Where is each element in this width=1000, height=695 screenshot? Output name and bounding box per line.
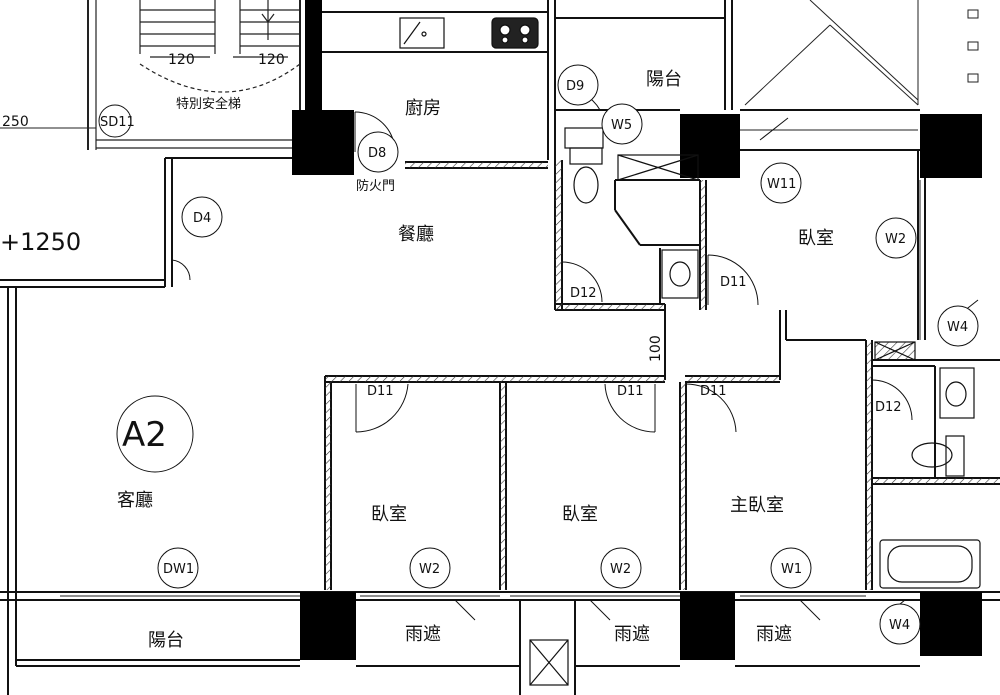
room-bedroom-2: 臥室 xyxy=(562,504,598,525)
unit-id: A2 xyxy=(122,415,167,455)
tag-dw1: DW1 xyxy=(163,562,194,577)
stair-dim-left: 120 xyxy=(168,52,195,68)
tag-w5: W5 xyxy=(611,118,632,133)
tag-circle-w1 xyxy=(770,547,812,589)
tag-circle-w2-ne xyxy=(875,217,917,259)
kitchen-fixtures xyxy=(399,17,539,49)
room-balcony-bottom: 陽台 xyxy=(148,630,184,651)
tag-w11: W11 xyxy=(767,177,796,192)
stair-dim-right: 120 xyxy=(258,52,285,68)
room-master-bedroom: 主臥室 xyxy=(730,495,784,516)
stair-label: 特別安全梯 xyxy=(176,96,241,112)
tag-circle-w11 xyxy=(760,162,802,204)
structural-columns xyxy=(292,0,982,660)
tag-d11-d: D11 xyxy=(700,384,727,399)
stove-icon xyxy=(491,17,539,49)
tag-circle-d8 xyxy=(357,131,399,173)
room-dining: 餐廳 xyxy=(398,224,434,245)
dim-offset-top: 250 xyxy=(2,114,29,130)
tag-d12-a: D12 xyxy=(570,286,597,301)
tag-circles xyxy=(98,64,979,645)
tag-circle-d9 xyxy=(557,64,599,106)
tag-circle-unit xyxy=(116,395,194,473)
toilet-2-icon xyxy=(911,442,953,468)
hatched-walls xyxy=(325,160,1000,590)
tag-circle-w4-b xyxy=(879,603,921,645)
tag-w2-ne: W2 xyxy=(885,232,906,247)
bath-fixtures xyxy=(529,127,981,686)
window-strips xyxy=(60,129,921,597)
room-awning-2: 雨遮 xyxy=(614,624,650,645)
tag-d11-c: D11 xyxy=(617,384,644,399)
tag-d11-a: D11 xyxy=(720,275,747,290)
room-balcony-top: 陽台 xyxy=(646,69,682,90)
tag-circle-w5 xyxy=(601,103,643,145)
fire-door-label: 防火門 xyxy=(356,178,395,194)
stair-core xyxy=(87,0,301,150)
toilet-tank-icon xyxy=(569,147,603,165)
tag-d12-b: D12 xyxy=(875,400,902,415)
tag-w4-a: W4 xyxy=(947,320,968,335)
room-living: 客廳 xyxy=(117,490,153,511)
basin-2-icon xyxy=(939,367,975,419)
tag-w4-b: W4 xyxy=(889,618,910,633)
room-awning-1: 雨遮 xyxy=(405,624,441,645)
tag-w2-a: W2 xyxy=(419,562,440,577)
tag-circle-w2-a xyxy=(409,547,451,589)
room-bedroom-ne: 臥室 xyxy=(798,228,834,249)
room-kitchen: 廚房 xyxy=(405,97,441,119)
tag-d9: D9 xyxy=(566,79,584,94)
tag-circle-d4 xyxy=(181,196,223,238)
tag-sd11: SD11 xyxy=(100,115,135,130)
tag-d8: D8 xyxy=(368,146,386,161)
dim-offset-left: +1250 xyxy=(0,228,81,256)
sink-icon xyxy=(399,17,445,49)
tag-w1: W1 xyxy=(781,562,802,577)
tag-d11-b: D11 xyxy=(367,384,394,399)
tag-circle-w4-a xyxy=(937,305,979,347)
room-awning-3: 雨遮 xyxy=(756,624,792,645)
toilet-tank-2-icon xyxy=(945,435,965,477)
tag-circle-sd11 xyxy=(98,104,132,138)
dim-corridor: 100 xyxy=(648,335,664,362)
tag-circle-w2-b xyxy=(600,547,642,589)
bathtub-icon xyxy=(879,539,981,589)
tag-circle-dw1 xyxy=(157,547,199,589)
void-top-right xyxy=(744,0,979,106)
room-bedroom-1: 臥室 xyxy=(371,504,407,525)
toilet-icon xyxy=(573,166,599,204)
tag-d4: D4 xyxy=(193,211,211,226)
basin-icon xyxy=(661,249,699,299)
tag-w2-b: W2 xyxy=(610,562,631,577)
